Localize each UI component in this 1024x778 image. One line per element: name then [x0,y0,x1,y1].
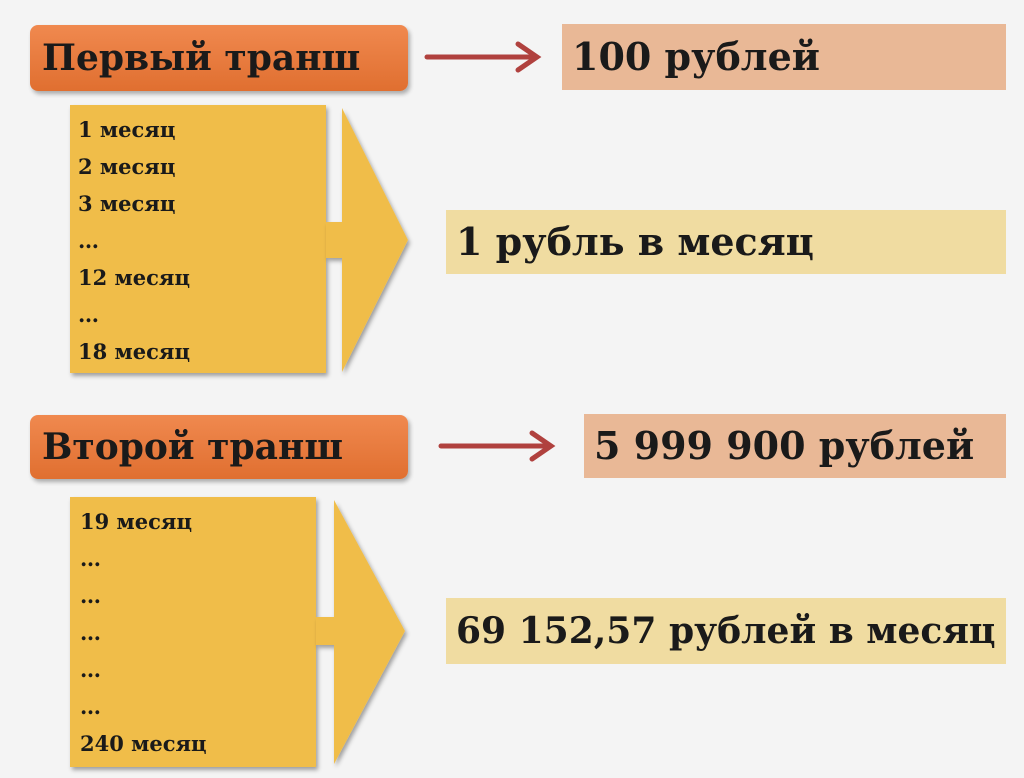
list-item: 2 месяц [78,154,176,179]
list-item: … [80,583,101,608]
list-item: … [78,228,99,253]
arrow-right-icon-1 [424,41,542,73]
list-item: 1 месяц [78,117,176,142]
list-item: 3 месяц [78,191,176,216]
months-list-1: 1 месяц 2 месяц 3 месяц … 12 месяц … 18 … [78,111,190,370]
tranche-2-amount: 5 999 900 рублей [584,414,1006,478]
months-panel-1 [70,105,326,373]
list-item: 240 месяц [80,731,207,756]
tranche-2-monthly: 69 152,57 рублей в месяц [446,598,1006,664]
list-item: … [80,546,101,571]
list-item: … [80,694,101,719]
list-item: … [80,620,101,645]
arrow-right-icon-2 [438,430,556,462]
months-panel-2 [70,497,316,767]
list-item: … [80,657,101,682]
months-list-2: 19 месяц … … … … … 240 месяц [80,503,207,762]
chevron-arrow-2 [316,500,405,764]
list-item: … [78,302,99,327]
tranche-1-amount: 100 рублей [562,24,1006,90]
tranche-1-label: Первый транш [30,25,408,91]
list-item: 19 месяц [80,509,192,534]
tranche-1-monthly: 1 рубль в месяц [446,210,1006,274]
chevron-arrow-1 [326,108,408,372]
tranche-2-label: Второй транш [30,415,408,479]
list-item: 18 месяц [78,339,190,364]
list-item: 12 месяц [78,265,190,290]
